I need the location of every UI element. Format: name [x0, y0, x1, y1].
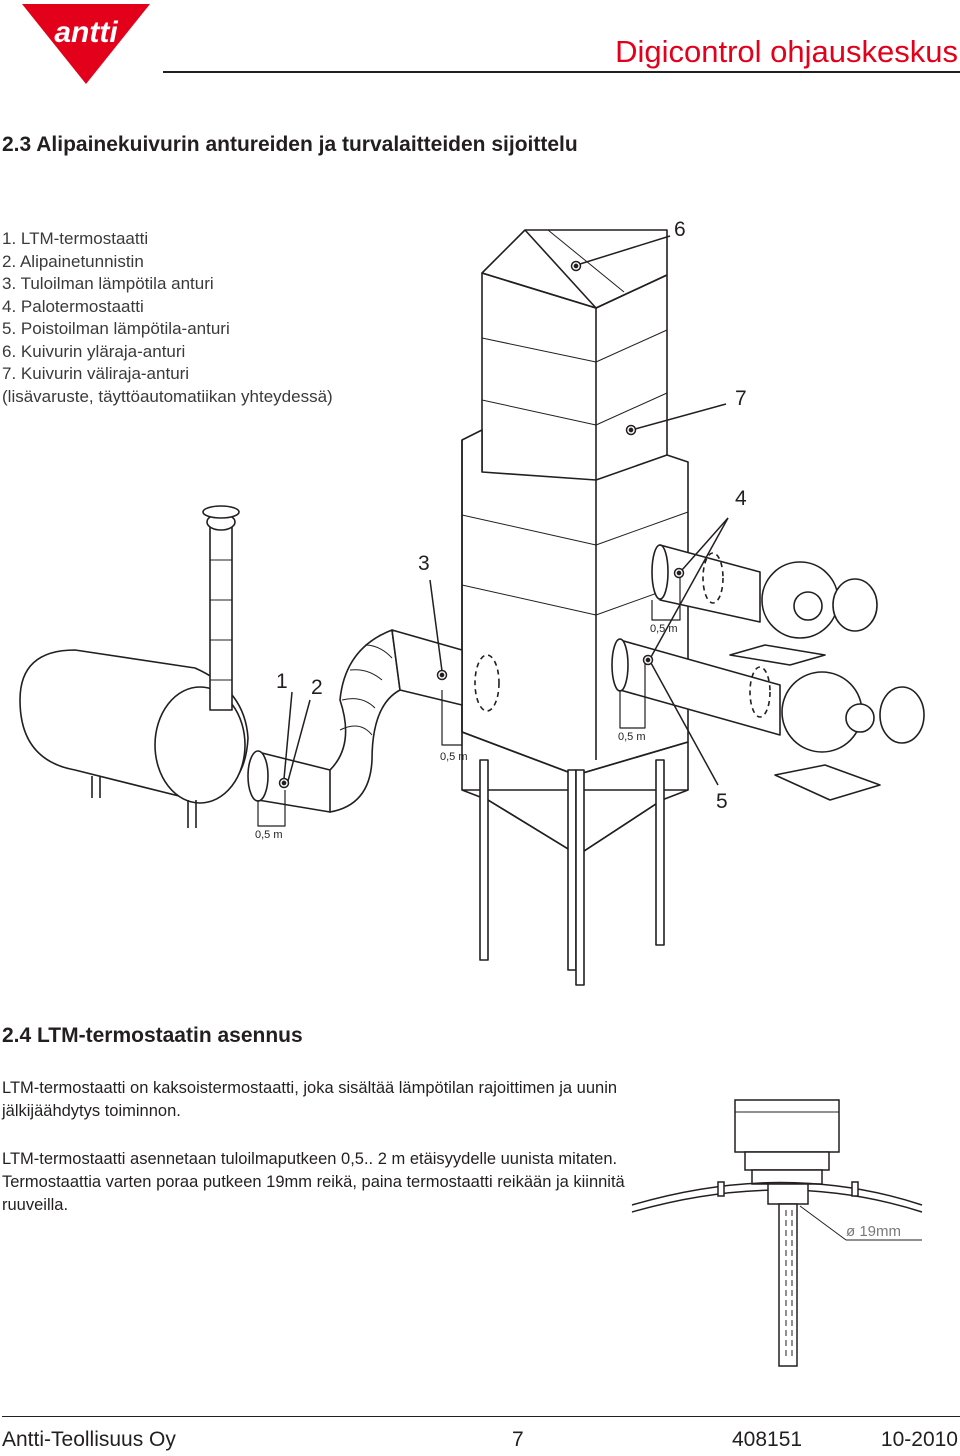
distance-markers: 0,5 m 0,5 m 0,5 m 0,5 m [255, 572, 681, 841]
dryer-sensor-diagram: 0,5 m 0,5 m 0,5 m 0,5 m 1 2 3 4 5 6 7 [19, 218, 925, 986]
callout-3: 3 [418, 552, 430, 575]
callout-5: 5 [716, 790, 728, 813]
list-item: 3. Tuloilman lämpötila anturi [2, 274, 214, 293]
list-item: 2. Alipainetunnistin [2, 251, 144, 271]
inlet-duct [247, 629, 500, 813]
list-item: 7. Kuivurin väliraja-anturi [2, 364, 190, 383]
callout-1: 1 [276, 670, 288, 693]
brand-logo: antti [22, 4, 150, 84]
outlet-duct-lower [611, 638, 925, 801]
outlet-duct-upper [651, 544, 878, 666]
component-list: 1. LTM-termostaatti 2. Alipainetunnistin… [2, 228, 333, 408]
callout-7: 7 [735, 387, 747, 410]
furnace [19, 505, 249, 828]
callout-4: 4 [735, 487, 747, 510]
header-divider [163, 71, 960, 73]
distance-label: 0,5 m [440, 751, 468, 763]
thermostat-installation-detail: ø 19mm [631, 1099, 923, 1367]
distance-label: 0,5 m [618, 731, 646, 743]
paragraph: LTM-termostaatti asennetaan tuloilmaputk… [2, 1150, 625, 1214]
list-item: 4. Palotermostaatti [2, 296, 144, 316]
callout-6: 6 [674, 218, 686, 241]
hole-size-label: ø 19mm [846, 1223, 901, 1240]
list-item: 6. Kuivurin yläraja-anturi [2, 341, 186, 361]
brand-wordmark: antti [54, 16, 118, 49]
subsection-heading: 2.4 LTM-termostaatin asennus [2, 1024, 303, 1047]
list-item-note: (lisävaruste, täyttöautomatiikan yhteyde… [2, 386, 333, 406]
footer-company: Antti-Teollisuus Oy [2, 1428, 176, 1451]
document-title: Digicontrol ohjauskeskus [615, 34, 958, 69]
page-footer: Antti-Teollisuus Oy 7 408151 10-2010 [2, 1428, 960, 1456]
list-item: 5. Poistoilman lämpötila-anturi [2, 319, 230, 338]
footer-date: 10-2010 [880, 1428, 958, 1451]
footer-document-number: 408151 [732, 1428, 803, 1451]
footer-page-number: 7 [512, 1428, 524, 1451]
callout-numbers: 1 2 3 4 5 6 7 [276, 218, 747, 813]
distance-label: 0,5 m [255, 829, 283, 841]
sensor-markers [278, 235, 729, 789]
section-heading: 2.3 Alipainekuivurin antureiden ja turva… [2, 133, 578, 156]
callout-2: 2 [311, 676, 323, 699]
dryer-hopper [461, 732, 689, 986]
dryer-lower-body [461, 429, 689, 776]
footer-divider [2, 1416, 960, 1417]
distance-label: 0,5 m [650, 623, 678, 635]
list-item: 1. LTM-termostaatti [2, 229, 149, 248]
paragraph: LTM-termostaatti on kaksoistermostaatti,… [2, 1079, 618, 1120]
